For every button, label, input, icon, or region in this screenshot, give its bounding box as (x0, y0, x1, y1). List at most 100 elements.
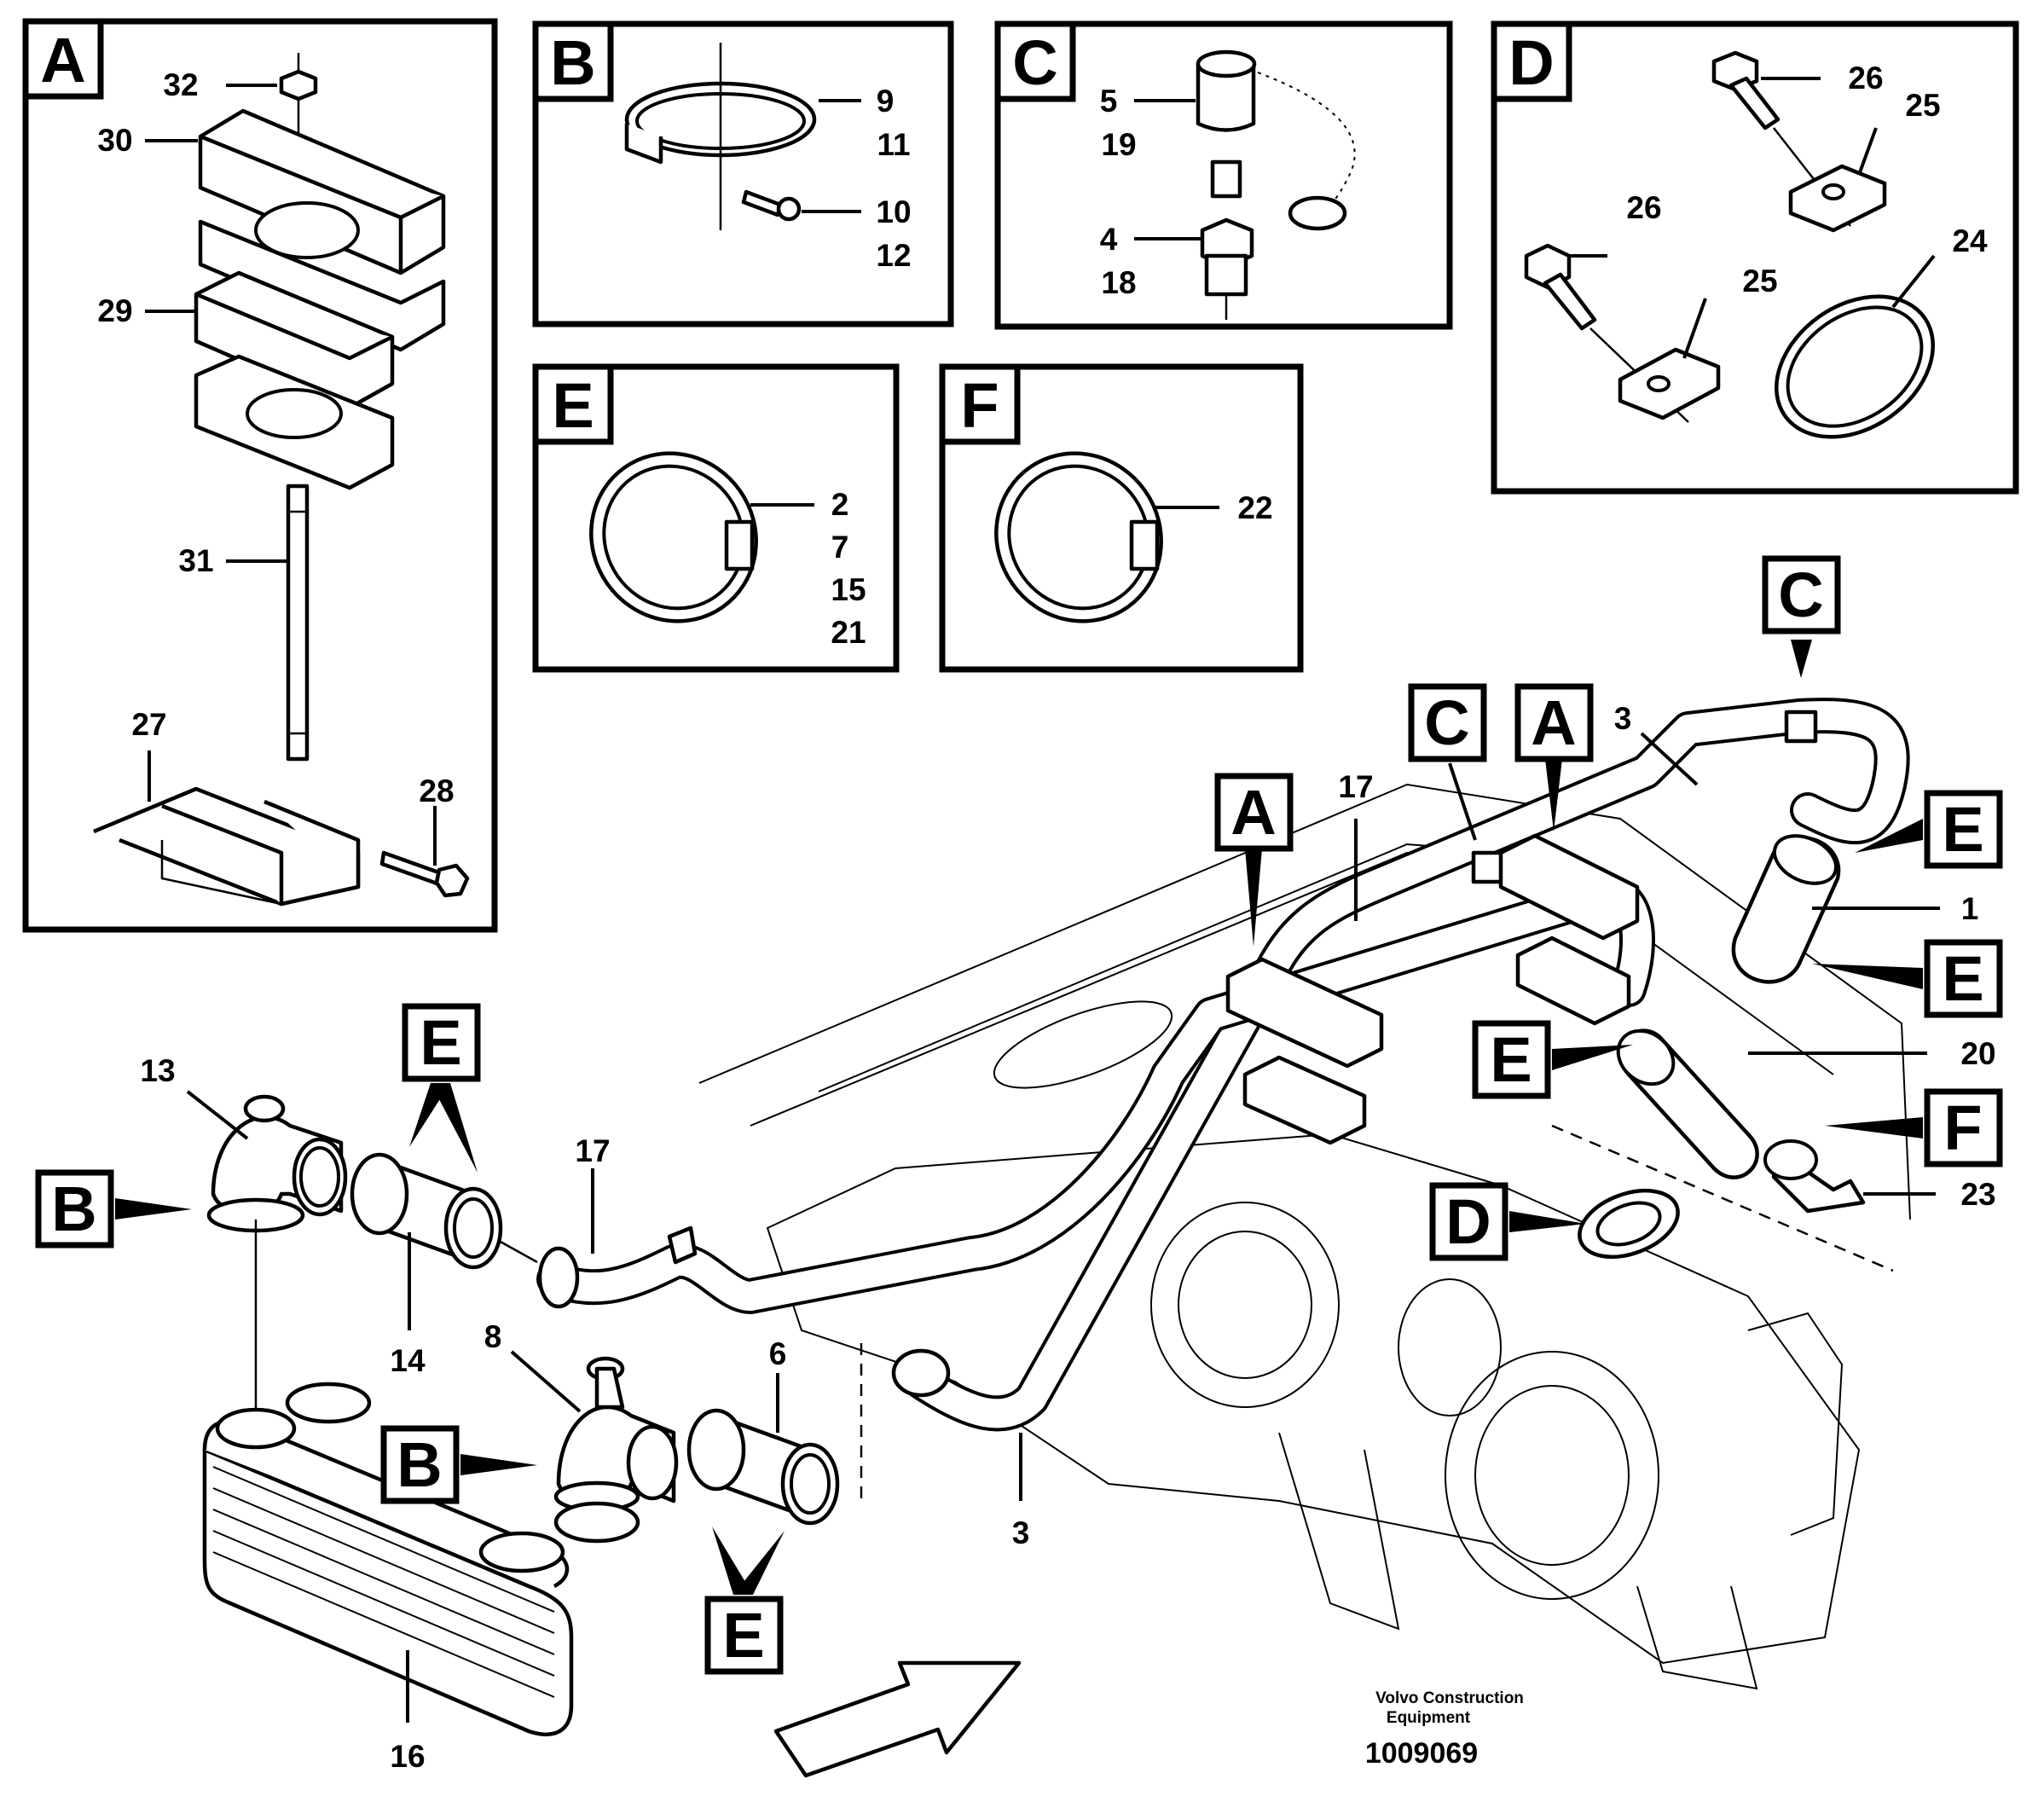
label-15: 15 (831, 572, 866, 607)
mounting-bracket-icon (93, 786, 361, 907)
bolt-icon (1524, 243, 1689, 423)
detail-box-e: E 2 7 15 21 (532, 363, 900, 673)
pipe-connector-23 (1763, 1139, 1866, 1214)
label-3-top: 3 (1614, 701, 1632, 736)
label-28: 28 (419, 773, 454, 808)
label-30: 30 (97, 123, 132, 158)
detail-b-tag: B (550, 27, 595, 98)
elbow-pipe-8 (553, 1356, 679, 1527)
svg-text:C: C (1424, 687, 1469, 758)
main-assembly: C C A A E E E (35, 555, 2003, 1778)
bracket-plate-icon (1788, 164, 1887, 233)
callout-b-low: B (380, 1425, 537, 1504)
elbow-pipe-13 (206, 1094, 348, 1416)
callout-e-bottom: E (704, 1527, 785, 1675)
label-24: 24 (1952, 223, 1988, 258)
label-32: 32 (163, 67, 198, 102)
clamp-block-upper-icon (198, 108, 446, 352)
svg-text:E: E (420, 1007, 461, 1078)
hose-clamp-icon (994, 451, 1163, 623)
label-21: 21 (831, 615, 866, 650)
svg-text:D: D (1445, 1186, 1491, 1257)
svg-text:A: A (1531, 687, 1576, 758)
detail-f-tag: F (960, 370, 999, 441)
sealing-ring-icon (1775, 294, 1935, 439)
svg-text:B: B (397, 1429, 442, 1500)
bracket-plate-icon (1618, 347, 1721, 420)
hose-20 (1616, 1028, 1759, 1179)
label-18: 18 (1101, 265, 1136, 300)
callout-d-mid: D (1429, 1182, 1586, 1261)
label-9: 9 (877, 84, 895, 119)
label-19: 19 (1101, 127, 1136, 162)
hose-sleeve-6 (686, 1343, 863, 1526)
detail-c-tag: C (1012, 27, 1057, 98)
clamp-block-icon (1225, 957, 1384, 1145)
label-10: 10 (876, 194, 911, 229)
callout-e-mid: E (1472, 1020, 1633, 1099)
label-26b: 26 (1626, 190, 1661, 225)
callout-f-right: F (1825, 1088, 2003, 1167)
label-6: 6 (769, 1336, 787, 1371)
hose-clamp-icon (589, 451, 758, 623)
callout-c-mid: C (1408, 683, 1487, 841)
label-23: 23 (1960, 1177, 1995, 1212)
brand-line-1: Volvo Construction (1375, 1689, 1524, 1707)
callout-a-left: A (1214, 773, 1294, 947)
label-13: 13 (140, 1053, 175, 1088)
label-1: 1 (1961, 891, 1979, 926)
svg-text:F: F (1943, 1092, 1982, 1163)
label-26a: 26 (1848, 61, 1883, 96)
callout-e-right-2: E (1812, 939, 2003, 1018)
label-17-top: 17 (1338, 769, 1373, 804)
label-22: 22 (1237, 490, 1272, 525)
outlet-flange (1551, 1124, 1894, 1272)
label-31: 31 (178, 543, 213, 578)
test-nipple-cap-icon (1196, 49, 1356, 320)
clamp-block-icon (1498, 833, 1640, 1026)
label-2: 2 (831, 487, 849, 522)
svg-text:C: C (1778, 559, 1823, 630)
label-27: 27 (131, 707, 166, 742)
label-8: 8 (484, 1319, 502, 1354)
label-20: 20 (1960, 1036, 1995, 1071)
detail-box-b: B 9 11 10 12 (532, 20, 954, 327)
stud-bolt-icon (286, 484, 310, 762)
brand-line-2: Equipment (1387, 1709, 1471, 1727)
label-4: 4 (1100, 222, 1118, 257)
label-11: 11 (877, 127, 910, 162)
svg-text:E: E (1942, 943, 1983, 1014)
detail-e-tag: E (552, 370, 594, 441)
detail-box-a: A (22, 18, 498, 933)
label-17-left: 17 (575, 1133, 610, 1168)
bolt-icon (379, 850, 470, 898)
label-14: 14 (390, 1343, 426, 1378)
label-16: 16 (390, 1739, 425, 1774)
label-29: 29 (97, 293, 132, 328)
detail-box-f: F 22 (939, 363, 1304, 673)
callout-e-right-1: E (1855, 790, 2003, 869)
label-12: 12 (876, 238, 911, 273)
nut-icon (279, 53, 318, 171)
label-25a: 25 (1905, 88, 1940, 123)
label-5: 5 (1100, 84, 1118, 119)
callout-a-mid: A (1514, 683, 1594, 831)
hose-sleeve-14 (350, 1152, 538, 1270)
detail-box-c: C 5 19 4 18 (994, 20, 1453, 330)
footer: Volvo Construction Equipment 1009069 (1365, 1689, 1524, 1770)
drawing-number: 1009069 (1365, 1737, 1478, 1770)
label-7: 7 (831, 530, 849, 565)
coolant-hose-3 (903, 698, 1910, 1432)
callout-c-top: C (1762, 555, 1841, 678)
detail-box-d: D 26 25 26 25 24 (1491, 20, 2019, 495)
label-3-bottom: 3 (1012, 1515, 1030, 1550)
callout-b-left: B (35, 1169, 192, 1249)
svg-text:E: E (722, 1600, 764, 1671)
svg-text:E: E (1942, 794, 1983, 865)
detail-a-tag: A (40, 25, 85, 96)
pipe-clip-icon (624, 43, 817, 230)
hose-1 (1731, 834, 1841, 984)
svg-text:E: E (1490, 1024, 1532, 1095)
detail-d-tag: D (1508, 27, 1554, 98)
